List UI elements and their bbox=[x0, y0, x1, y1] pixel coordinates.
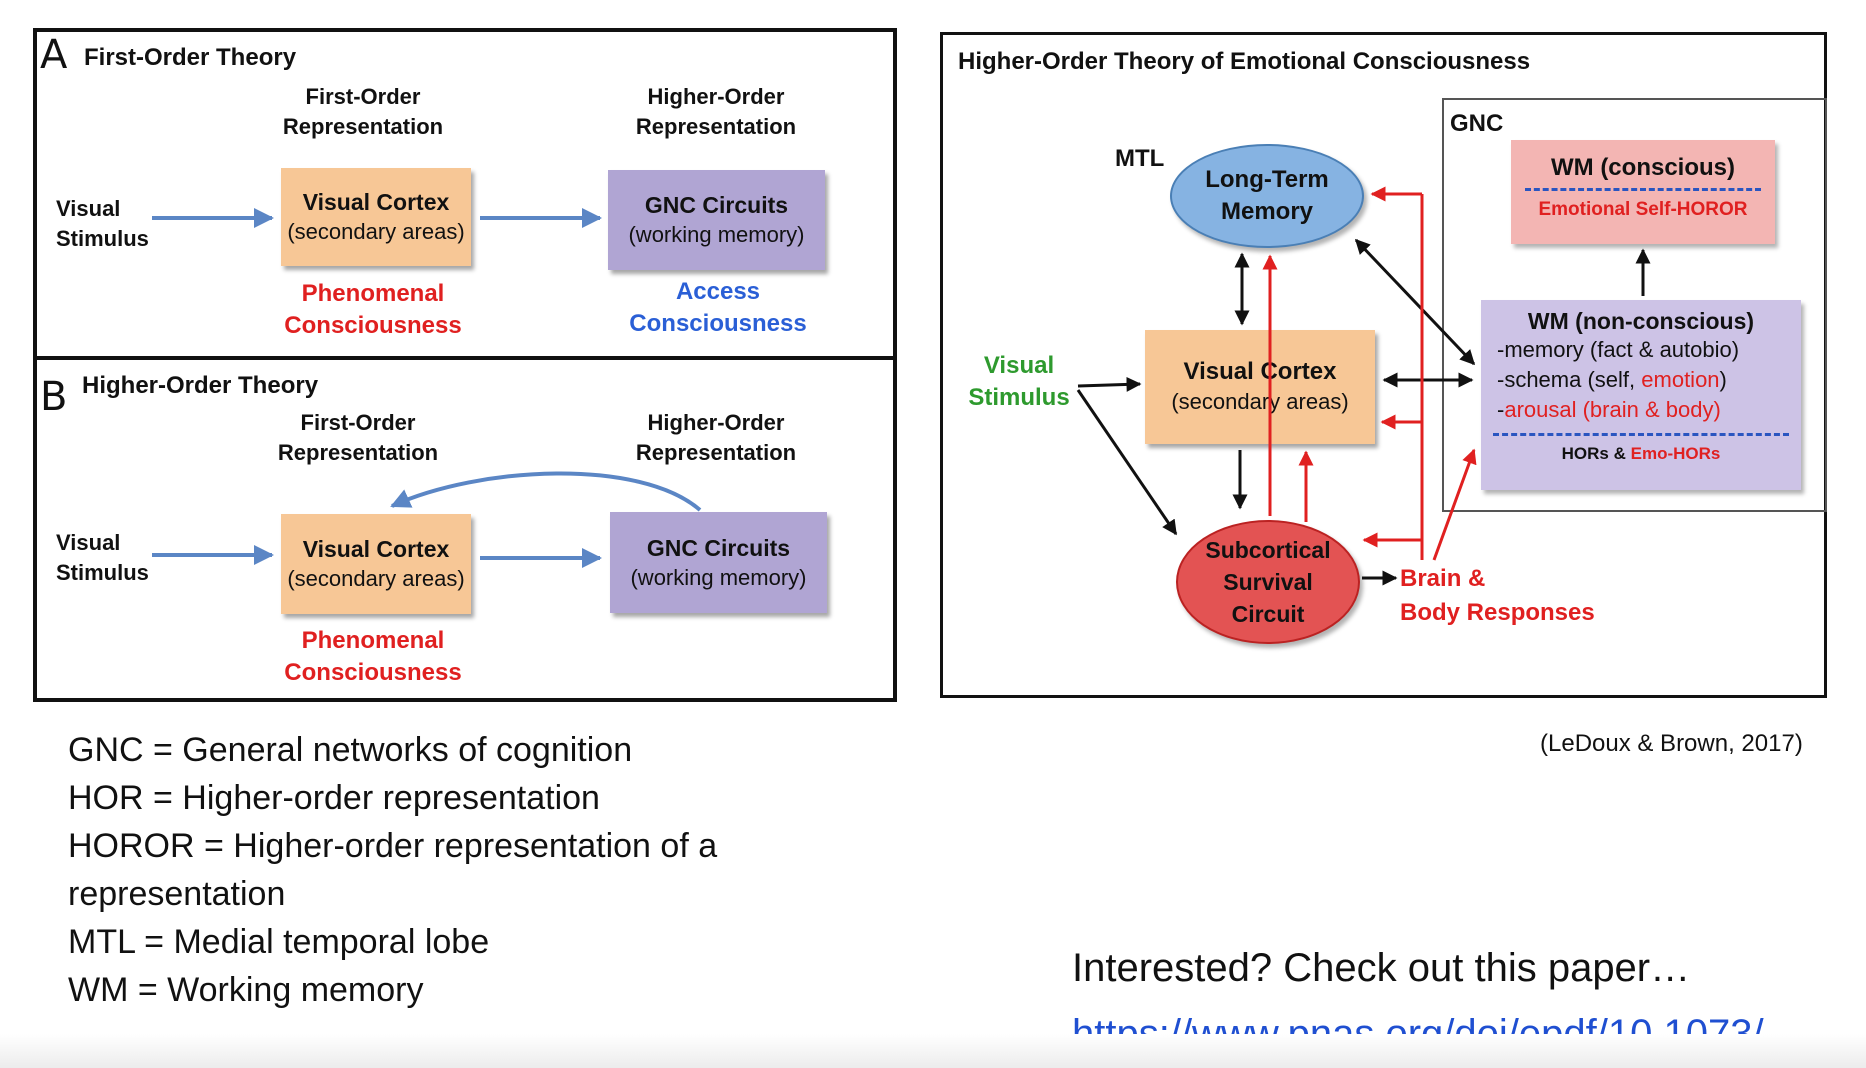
panel-b-phenomenal-consciousness: Phenomenal Consciousness bbox=[253, 625, 493, 689]
box-title: Visual Cortex bbox=[302, 189, 450, 215]
panel-b-visual-cortex-box: Visual Cortex (secondary areas) bbox=[281, 514, 471, 614]
panel-b-letter: B bbox=[40, 374, 68, 420]
stim-line: Stimulus bbox=[56, 560, 149, 585]
legend-line: WM = Working memory bbox=[68, 971, 424, 1009]
col-line: Representation bbox=[635, 114, 797, 139]
col-line: Higher-Order bbox=[647, 410, 785, 435]
stim-line: Visual bbox=[56, 196, 121, 221]
label-line: Access bbox=[675, 278, 761, 305]
panel-c-visual-cortex-box: Visual Cortex (secondary areas) bbox=[1145, 330, 1375, 444]
panel-b-visual-stimulus: Visual Stimulus bbox=[56, 528, 149, 588]
label-line: Consciousness bbox=[284, 312, 462, 339]
brain-body-line: Brain & bbox=[1400, 565, 1486, 592]
bottom-fade bbox=[0, 1034, 1866, 1068]
col-line: First-Order bbox=[300, 410, 416, 435]
col-line: Higher-Order bbox=[647, 84, 785, 109]
wm-nonconscious-divider bbox=[1493, 433, 1789, 436]
wm-nonconscious-box: WM (non-conscious) -memory (fact & autob… bbox=[1481, 300, 1801, 490]
stim-line: Visual bbox=[56, 530, 121, 555]
arousal-text: arousal (brain & body) bbox=[1504, 397, 1721, 422]
label-line: Consciousness bbox=[284, 659, 462, 686]
promo-text: Interested? Check out this paper… bbox=[1072, 946, 1691, 990]
wm-conscious-title: WM (conscious) bbox=[1551, 154, 1735, 181]
label-line: Consciousness bbox=[629, 310, 807, 337]
wm-arousal-line: -arousal (brain & body) bbox=[1497, 395, 1801, 425]
wm-memory-line: -memory (fact & autobio) bbox=[1497, 337, 1740, 362]
c-stimulus-to-subcortical-arrow bbox=[1076, 389, 1178, 536]
legend-line: MTL = Medial temporal lobe bbox=[68, 923, 490, 961]
col-line: Representation bbox=[635, 440, 797, 465]
gnc-region-label: GNC bbox=[1450, 110, 1504, 137]
arousal-dash: - bbox=[1497, 397, 1505, 422]
mtl-label: MTL bbox=[1115, 145, 1165, 172]
c-responses-to-wm-arrow bbox=[1432, 448, 1477, 561]
panel-a-letter: A bbox=[40, 32, 68, 78]
panel-c-title: Higher-Order Theory of Emotional Conscio… bbox=[958, 48, 1531, 75]
panel-a-visual-cortex-box: Visual Cortex (secondary areas) bbox=[281, 168, 471, 266]
schema-close: ) bbox=[1719, 367, 1727, 392]
schema-emotion: emotion bbox=[1641, 367, 1720, 392]
subcortical-survival-circuit-node: Subcortical Survival Circuit bbox=[1176, 520, 1360, 644]
stim-line: Stimulus bbox=[968, 384, 1070, 411]
box-sub: (working memory) bbox=[628, 222, 805, 247]
footer-emo-hors: Emo-HORs bbox=[1630, 444, 1721, 463]
abbreviation-legend: GNC = General networks of cognition HOR … bbox=[68, 726, 717, 1014]
ltm-line: Memory bbox=[1220, 198, 1314, 225]
col-line: First-Order bbox=[305, 84, 421, 109]
brain-body-line: Body Responses bbox=[1400, 599, 1595, 626]
wm-nonconscious-title: WM (non-conscious) bbox=[1527, 308, 1755, 334]
panel-a-col-higher-order: Higher-Order Representation bbox=[586, 82, 846, 142]
label-line: Phenomenal bbox=[301, 280, 445, 307]
box-title: Visual Cortex bbox=[302, 536, 450, 562]
wm-footer: HORs & Emo-HORs bbox=[1481, 444, 1801, 464]
schema-text: -schema (self, bbox=[1497, 367, 1642, 392]
box-sub: (secondary areas) bbox=[1171, 389, 1349, 414]
b-gnc-feedback-arrow bbox=[390, 471, 702, 512]
col-line: Representation bbox=[282, 114, 444, 139]
subcortical-line: Circuit bbox=[1231, 601, 1305, 627]
panel-c-visual-stimulus: Visual Stimulus bbox=[964, 350, 1074, 414]
panel-b-title: Higher-Order Theory bbox=[82, 372, 319, 399]
stim-line: Stimulus bbox=[56, 226, 149, 251]
c-ltm-wm-bidirectional-arrow bbox=[1354, 238, 1476, 366]
label-line: Phenomenal bbox=[301, 627, 445, 654]
panel-a-title: First-Order Theory bbox=[84, 44, 297, 71]
panel-a-gnc-circuits-box: GNC Circuits (working memory) bbox=[608, 170, 825, 270]
ltm-line: Long-Term bbox=[1205, 166, 1329, 193]
col-line: Representation bbox=[277, 440, 439, 465]
box-sub: (working memory) bbox=[630, 564, 807, 590]
citation: (LeDoux & Brown, 2017) bbox=[1540, 730, 1803, 757]
box-sub: (secondary areas) bbox=[287, 566, 465, 591]
panel-a-access-consciousness: Access Consciousness bbox=[598, 276, 838, 340]
box-title: Visual Cortex bbox=[1183, 358, 1337, 385]
stim-line: Visual bbox=[983, 352, 1055, 379]
panel-a-visual-stimulus: Visual Stimulus bbox=[56, 194, 149, 254]
panel-b-col-higher-order: Higher-Order Representation bbox=[586, 408, 846, 468]
subcortical-line: Subcortical bbox=[1205, 537, 1331, 563]
legend-line: representation bbox=[68, 875, 286, 913]
subcortical-line: Survival bbox=[1223, 569, 1313, 595]
box-title: GNC Circuits bbox=[646, 534, 791, 561]
box-title: GNC Circuits bbox=[644, 192, 789, 218]
brain-body-responses-label: Brain & Body Responses bbox=[1400, 562, 1595, 630]
c-stimulus-to-cortex-arrow bbox=[1077, 376, 1142, 392]
box-sub: (secondary areas) bbox=[287, 219, 465, 244]
wm-conscious-sub: Emotional Self-HOROR bbox=[1538, 199, 1748, 220]
wm-conscious-box: WM (conscious) Emotional Self-HOROR bbox=[1511, 140, 1775, 244]
wm-conscious-divider bbox=[1525, 188, 1761, 191]
panel-a-phenomenal-consciousness: Phenomenal Consciousness bbox=[253, 278, 493, 342]
panel-b-col-first-order: First-Order Representation bbox=[228, 408, 488, 468]
legend-line: GNC = General networks of cognition bbox=[68, 731, 633, 769]
long-term-memory-node: Long-Term Memory bbox=[1170, 144, 1364, 248]
wm-schema-line: -schema (self, emotion) bbox=[1497, 365, 1801, 395]
panel-a-col-first-order: First-Order Representation bbox=[233, 82, 493, 142]
legend-line: HOR = Higher-order representation bbox=[68, 779, 600, 817]
footer-hors: HORs & bbox=[1561, 444, 1631, 463]
legend-line: HOROR = Higher-order representation of a bbox=[68, 827, 718, 865]
panel-b-gnc-circuits-box: GNC Circuits (working memory) bbox=[610, 512, 827, 613]
